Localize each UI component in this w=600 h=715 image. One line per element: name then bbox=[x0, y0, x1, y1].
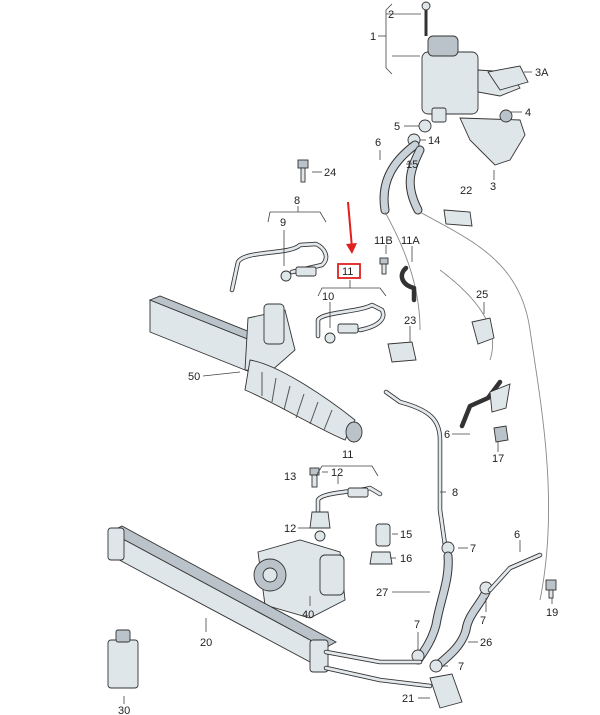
callout-15-lower: 15 bbox=[400, 529, 412, 541]
bracket-11A bbox=[399, 265, 417, 303]
union-12 bbox=[309, 511, 331, 529]
dipstick-cap bbox=[421, 1, 431, 36]
clamp-22 bbox=[443, 209, 473, 227]
callout-10: 10 bbox=[322, 291, 334, 303]
bolt-24 bbox=[297, 159, 309, 183]
bracket-6-lower bbox=[487, 552, 543, 593]
callout-20: 20 bbox=[200, 637, 212, 649]
callout-1: 1 bbox=[370, 31, 376, 43]
callout-2: 2 bbox=[388, 9, 394, 21]
callout-7-a: 7 bbox=[470, 543, 476, 555]
pump-line-11 bbox=[315, 485, 383, 517]
callout-11A: 11A bbox=[401, 235, 420, 247]
pressure-line-8 bbox=[229, 241, 329, 293]
steering-rack bbox=[148, 295, 363, 443]
callout-11B: 11B bbox=[374, 235, 393, 247]
callout-7-d: 7 bbox=[458, 661, 464, 673]
callout-17: 17 bbox=[492, 453, 504, 465]
clamp-5 bbox=[418, 119, 432, 133]
seal-12 bbox=[314, 530, 326, 542]
callout-30: 30 bbox=[118, 705, 130, 715]
callout-6-lower: 6 bbox=[514, 529, 520, 541]
clamp-16 bbox=[369, 551, 393, 565]
callout-11-highlighted: 11 bbox=[342, 266, 353, 278]
highlight-marker bbox=[337, 201, 361, 279]
nut-17 bbox=[493, 425, 509, 443]
leader-lines bbox=[123, 3, 553, 704]
callout-6-mid: 6 bbox=[444, 429, 450, 441]
routing-line-a bbox=[419, 211, 549, 601]
callout-11-lower: 11 bbox=[342, 449, 353, 461]
callout-5: 5 bbox=[394, 121, 400, 133]
callout-labels: 2 1 3A 4 5 14 6 15 24 3 22 8 9 11B 11A 1… bbox=[118, 9, 558, 715]
pressure-line-11 bbox=[315, 302, 386, 344]
sleeve-15 bbox=[375, 523, 391, 547]
highlight-box bbox=[337, 263, 361, 279]
oil-bottle bbox=[107, 629, 139, 689]
clip-25 bbox=[471, 317, 495, 345]
callout-8-top: 8 bbox=[294, 195, 300, 207]
callout-19: 19 bbox=[546, 607, 558, 619]
callout-7-b: 7 bbox=[480, 615, 486, 627]
routing-line-c bbox=[439, 269, 493, 361]
callout-15-top: 15 bbox=[406, 159, 418, 171]
nut-4 bbox=[499, 109, 513, 123]
bracket-3 bbox=[459, 65, 529, 166]
callout-12-top: 12 bbox=[331, 467, 343, 479]
callout-50: 50 bbox=[188, 371, 200, 383]
power-steering-pump bbox=[253, 539, 346, 619]
callout-27: 27 bbox=[376, 587, 388, 599]
clamp-7-d bbox=[429, 659, 443, 673]
oil-cooler bbox=[107, 525, 433, 689]
callout-23: 23 bbox=[404, 315, 416, 327]
bolt-11B bbox=[379, 257, 389, 275]
callout-3: 3 bbox=[490, 181, 496, 193]
callout-6-top: 6 bbox=[375, 137, 381, 149]
callout-9: 9 bbox=[280, 217, 286, 229]
callout-4: 4 bbox=[525, 107, 531, 119]
callout-3A: 3A bbox=[535, 67, 549, 79]
callout-26: 26 bbox=[480, 637, 492, 649]
callout-16: 16 bbox=[400, 553, 412, 565]
callout-14: 14 bbox=[428, 135, 440, 147]
callout-7-c: 7 bbox=[414, 619, 420, 631]
bracket-6-right bbox=[459, 379, 511, 429]
return-line-8 bbox=[383, 389, 448, 548]
callout-40: 40 bbox=[302, 609, 314, 621]
holder-21 bbox=[429, 673, 463, 709]
callout-13: 13 bbox=[284, 471, 296, 483]
callout-21: 21 bbox=[402, 693, 414, 705]
clamp-23 bbox=[387, 341, 417, 363]
callout-22: 22 bbox=[460, 185, 472, 197]
bolt-13 bbox=[309, 467, 320, 488]
callout-8-right: 8 bbox=[452, 487, 458, 499]
callout-25: 25 bbox=[476, 289, 488, 301]
bolt-19 bbox=[545, 579, 557, 599]
callout-12-lower: 12 bbox=[284, 523, 296, 535]
hose-27 bbox=[413, 551, 453, 665]
routing-line-b bbox=[384, 211, 421, 331]
callout-24: 24 bbox=[324, 167, 336, 179]
